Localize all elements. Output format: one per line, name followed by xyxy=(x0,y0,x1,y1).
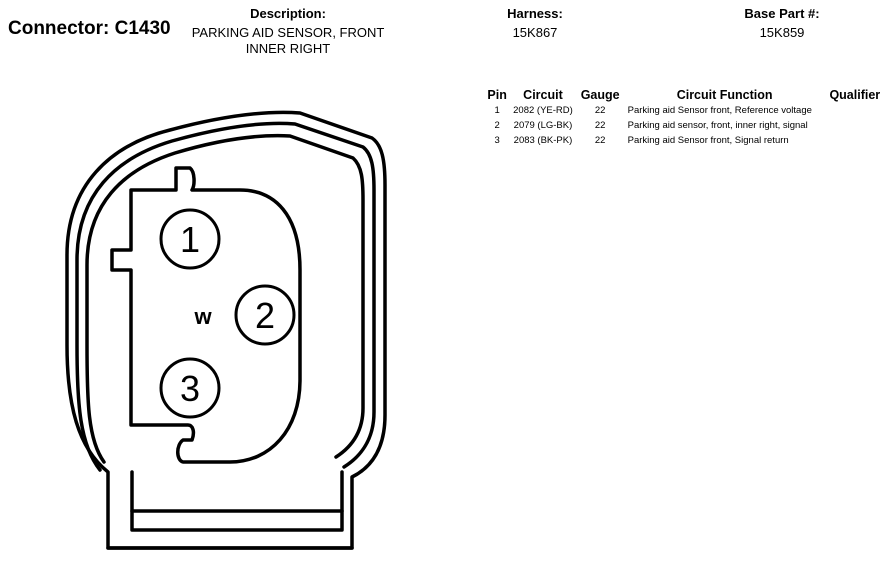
row-function: Parking aid Sensor front, Signal return xyxy=(627,135,789,146)
row-pin: 3 xyxy=(494,135,500,146)
table-row: 1 2082 (YE-RD) 22 Parking aid Sensor fro… xyxy=(484,103,888,118)
lock-tab xyxy=(130,470,344,532)
header-qualifier: Qualifier xyxy=(829,87,881,102)
connector-outer-body xyxy=(65,110,387,550)
row-circuit: 2083 (BK-PK) xyxy=(513,135,573,146)
pin-1-number: 1 xyxy=(180,219,200,260)
row-gauge: 22 xyxy=(594,135,606,146)
header-gauge: Gauge xyxy=(580,87,620,102)
row-function: Parking aid sensor, front, inner right, … xyxy=(627,120,808,131)
connector-inner-face xyxy=(110,166,302,464)
row-gauge: 22 xyxy=(594,120,606,131)
pin-3-number: 3 xyxy=(180,368,200,409)
row-function: Parking aid Sensor front, Reference volt… xyxy=(627,105,812,116)
pin-2-number: 2 xyxy=(255,295,275,336)
row-pin: 2 xyxy=(494,120,500,131)
pin-2: 2 xyxy=(234,284,296,346)
harness-label: Harness: xyxy=(507,6,563,21)
table-row: 2 2079 (LG-BK) 22 Parking aid sensor, fr… xyxy=(484,118,888,133)
key-mark: w xyxy=(193,304,212,329)
pin-3: 3 xyxy=(159,357,221,419)
pin-table: Pin Circuit Gauge Circuit Function Quali… xyxy=(484,86,888,148)
harness-value: 15K867 xyxy=(512,25,558,40)
header-circuit-function: Circuit Function xyxy=(676,87,773,102)
description-line-1: PARKING AID SENSOR, FRONT xyxy=(191,25,385,40)
row-circuit: 2082 (YE-RD) xyxy=(513,105,573,116)
header-pin: Pin xyxy=(487,87,507,102)
connector-title: Connector: C1430 xyxy=(8,18,171,39)
row-gauge: 22 xyxy=(594,105,606,116)
row-circuit: 2079 (LG-BK) xyxy=(513,120,573,131)
description-label: Description: xyxy=(250,6,326,21)
connector-outline-2 xyxy=(75,121,376,472)
base-part-value: 15K859 xyxy=(759,25,805,40)
row-pin: 1 xyxy=(494,105,500,116)
connector-outline-3 xyxy=(85,133,365,464)
base-part-label: Base Part #: xyxy=(744,6,820,21)
pin-1: 1 xyxy=(159,208,221,270)
description-value: PARKING AID SENSOR, FRONT INNER RIGHT xyxy=(178,25,398,57)
header-circuit: Circuit xyxy=(523,87,563,102)
description-line-2: INNER RIGHT xyxy=(245,41,331,56)
table-row: 3 2083 (BK-PK) 22 Parking aid Sensor fro… xyxy=(484,133,888,148)
pin-table-header-row: Pin Circuit Gauge Circuit Function Quali… xyxy=(484,86,888,103)
